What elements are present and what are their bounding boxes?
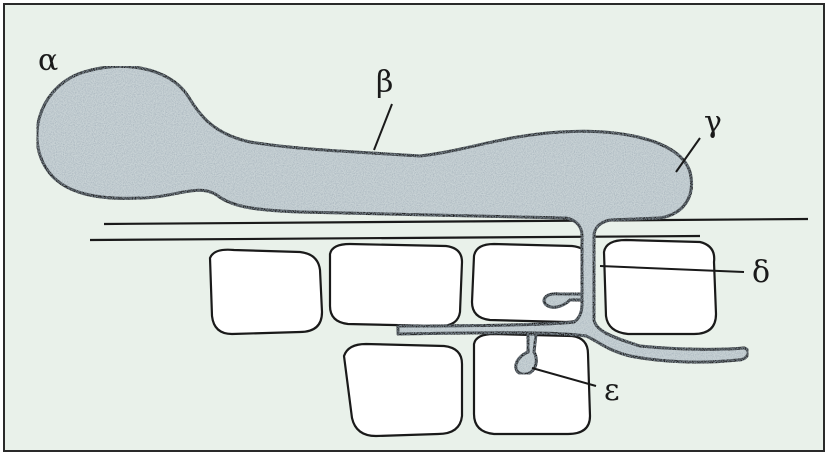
plant-cell [210, 250, 322, 334]
plant-cell [330, 244, 462, 326]
label-epsilon: ε [604, 373, 620, 408]
label-alpha: α [38, 43, 58, 78]
label-beta: β [376, 65, 393, 100]
plant-cell [472, 244, 590, 322]
label-delta: δ [752, 255, 770, 290]
plant-cell [344, 344, 462, 436]
label-gamma: γ [704, 105, 722, 140]
plant-cell [604, 240, 716, 334]
